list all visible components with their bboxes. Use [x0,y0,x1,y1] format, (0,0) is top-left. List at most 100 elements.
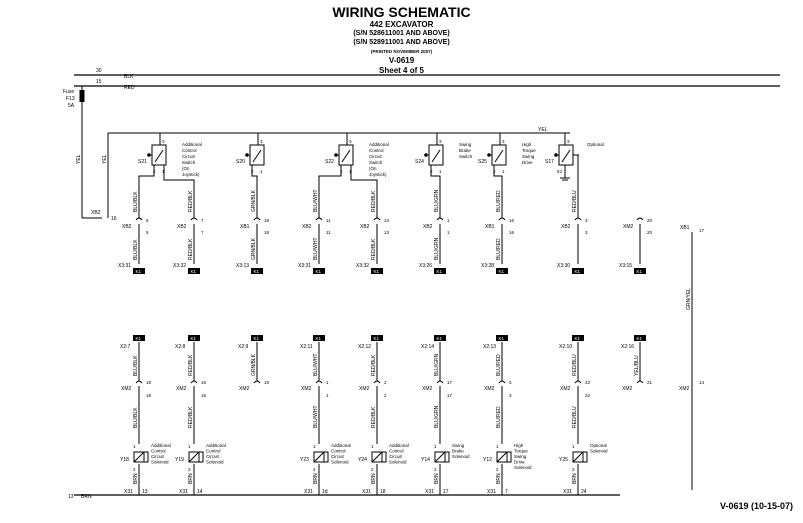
page-ref-tag-label: K1 [637,336,643,341]
terminal-id: X3:28 [481,263,494,269]
solenoid-valve-icon [582,451,588,463]
switch-pin-3: 3 [162,139,165,144]
wire-color-label: BRN [313,473,319,484]
switch-output-wire [430,165,441,186]
switch-description: Control [369,148,384,153]
switch-id: S21 [138,159,147,165]
solenoid-id: Y18 [120,457,129,463]
wire-color-label: RED/BLK [371,406,377,428]
connector-id: XB1 [240,224,250,230]
solenoid-coil-mark [313,451,325,463]
switch-output-wire [163,165,195,186]
connector-pin: 3 [585,218,588,223]
connector-pin: 21 [647,380,653,385]
connector-icon [636,217,644,221]
wire-color-label: BLU/RED [496,190,502,212]
switch-body [558,144,574,166]
wire-color-label: BLU/RED [496,406,502,428]
connector-pin: 7 [201,230,204,235]
terminal-id: X3:31 [298,263,311,269]
wire-color-label: GRN/YEL [686,288,692,310]
wire-color-label: BLU/BLK [133,355,139,376]
solenoid-pin-2: 2 [496,467,499,472]
solenoid-description: Solenoid [331,460,349,465]
switch-description: High [522,142,532,147]
switch-description: Torque [522,148,536,153]
ground-terminal-id: X31 [179,489,188,495]
switch-description: Additional [182,142,202,147]
terminal-id: X3:26 [419,263,432,269]
yel-wire-label-1: YEL [76,154,82,164]
connector-pin: 16 [509,230,515,235]
wire-color-label: GRN/BLK [251,189,257,212]
page-ref-tag [634,335,646,341]
switch-description: Switch [459,154,473,159]
lower-column: K1X2:11BLU/WHTXM211BLU/WHT1Y232Additiona… [300,335,351,495]
wire-color-label: BLU/WHT [313,238,319,261]
connector-pin: 20 [647,230,653,235]
switch-id: S17 [545,159,554,165]
wire-color-label: BRN [371,473,377,484]
wire-color-label: BLU/RED [496,354,502,376]
terminal-id: X3:15 [619,263,632,269]
connector-id: XM2 [359,386,370,392]
schematic-title: WIRING SCHEMATIC [332,4,471,20]
switch-pin-3: 3 [260,139,263,144]
solenoid-id: Y12 [483,457,492,463]
switch-description: (On [369,166,377,171]
yel-wire-label-2: YEL [102,154,108,164]
solenoid-coil-mark [496,451,508,463]
terminal-id: X2:14 [421,344,434,350]
connector-id: XM2 [121,386,132,392]
page-ref-tag [313,268,325,274]
brn-rail-color: BRN [81,494,92,500]
page-ref-tag-label: K1 [136,336,142,341]
switch-description: Switch [182,160,196,165]
connector-pin: 13 [384,230,390,235]
wire-color-label: BLU/WHT [313,354,319,377]
left-xb2-conn: XB2 [91,210,101,216]
connector-id: XM2 [301,386,312,392]
solenoid-description: High [514,443,524,448]
page-ref-tag-label: K1 [316,269,322,274]
switch-body [491,144,507,166]
switch-description: Circuit [369,154,383,159]
solenoid-pin-1: 1 [371,444,374,449]
page-ref-tag [572,268,584,274]
solenoid-valve-icon [198,451,204,463]
solenoid-description: Additional [331,443,351,448]
solenoid-pin-2: 2 [572,467,575,472]
page-ref-tag [434,335,446,341]
switch-description: Switch [369,160,383,165]
page-ref-tag [251,335,263,341]
page-ref-tag [371,335,383,341]
solenoid-id: Y24 [358,457,367,463]
connector-pin: 5 [146,218,149,223]
connector-icon [253,217,261,221]
connector-pin: 16 [201,380,207,385]
switch-id: S25 [478,159,487,165]
machine-model: 442 EXCAVATOR [369,20,434,29]
wire-color-label: RED/BLU [572,354,578,376]
switch-output-wire [350,165,378,186]
wire-color-label: BLU/WHT [313,190,319,213]
solenoid-description: Control [331,449,346,454]
switch-pin-1: 1 [260,169,263,174]
switch-output-wire [493,165,503,186]
connector-pin: 3 [585,230,588,235]
switch-pin-9: 9 [557,169,560,174]
connector-pin: 18 [146,380,152,385]
wire-color-label: YEL/BLU [634,355,640,376]
page-ref-tag-label: K1 [191,336,197,341]
connector-id: XB1 [485,224,495,230]
terminal-id: X3:32 [356,263,369,269]
